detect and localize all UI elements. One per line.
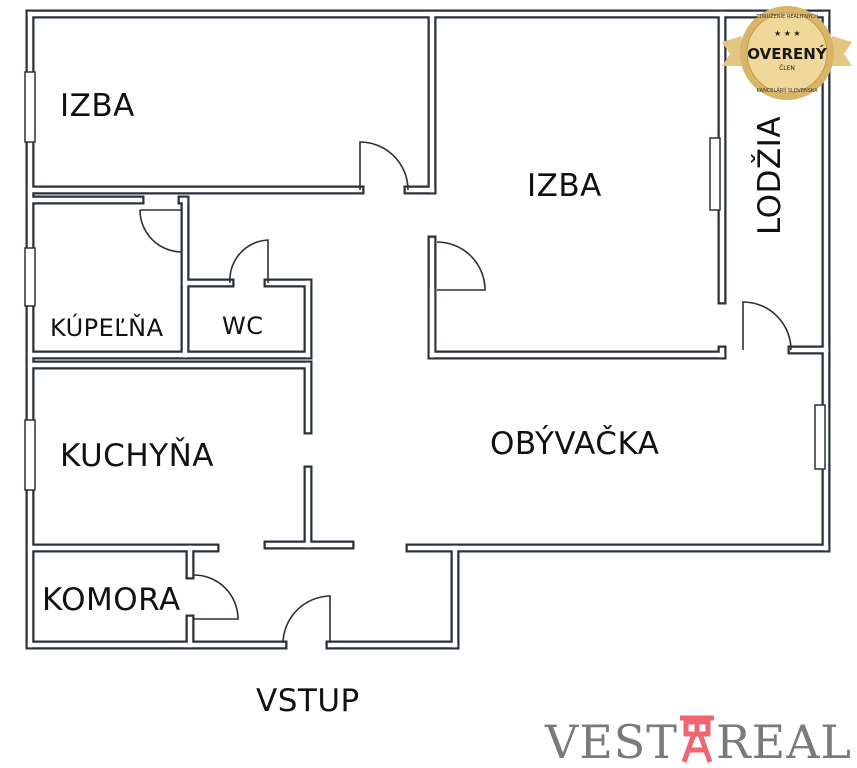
doors — [139, 141, 792, 644]
svg-text:★ ★ ★: ★ ★ ★ — [774, 29, 801, 38]
room-label-wc: WC — [222, 312, 264, 340]
room-label-lodzia: LODŽIA — [752, 115, 788, 235]
room-label-izba-2: IZBA — [527, 168, 602, 204]
logo-mark-icon — [678, 708, 716, 768]
vestareal-logo: VEST REAL — [545, 708, 852, 768]
room-label-kuchyna: KUCHYŇA — [60, 438, 214, 474]
entrance-label: VSTUP — [256, 683, 360, 719]
room-label-izba-1: IZBA — [60, 88, 135, 124]
walls — [25, 9, 831, 650]
badge-main-text: OVERENÝ — [747, 44, 828, 63]
badge-seal-icon: ★ ★ ★ OVERENÝ ČLEN ZDRUŽENIE REALITNÝCH … — [722, 6, 852, 100]
verified-member-badge: ★ ★ ★ OVERENÝ ČLEN ZDRUŽENIE REALITNÝCH … — [722, 4, 852, 104]
badge-top-text: ZDRUŽENIE REALITNÝCH — [756, 12, 818, 20]
room-label-kupelna: KÚPEĽŇA — [50, 314, 164, 342]
room-label-komora: KOMORA — [42, 582, 181, 618]
logo-text-left: VEST — [545, 715, 678, 768]
badge-sub-text: ČLEN — [779, 65, 795, 72]
badge-bottom-text: KANCELÁRIÍ SLOVENSKA — [756, 87, 818, 94]
windows — [24, 71, 826, 491]
room-label-obyvacka: OBÝVAČKA — [490, 426, 660, 462]
logo-text-right: REAL — [716, 715, 852, 768]
